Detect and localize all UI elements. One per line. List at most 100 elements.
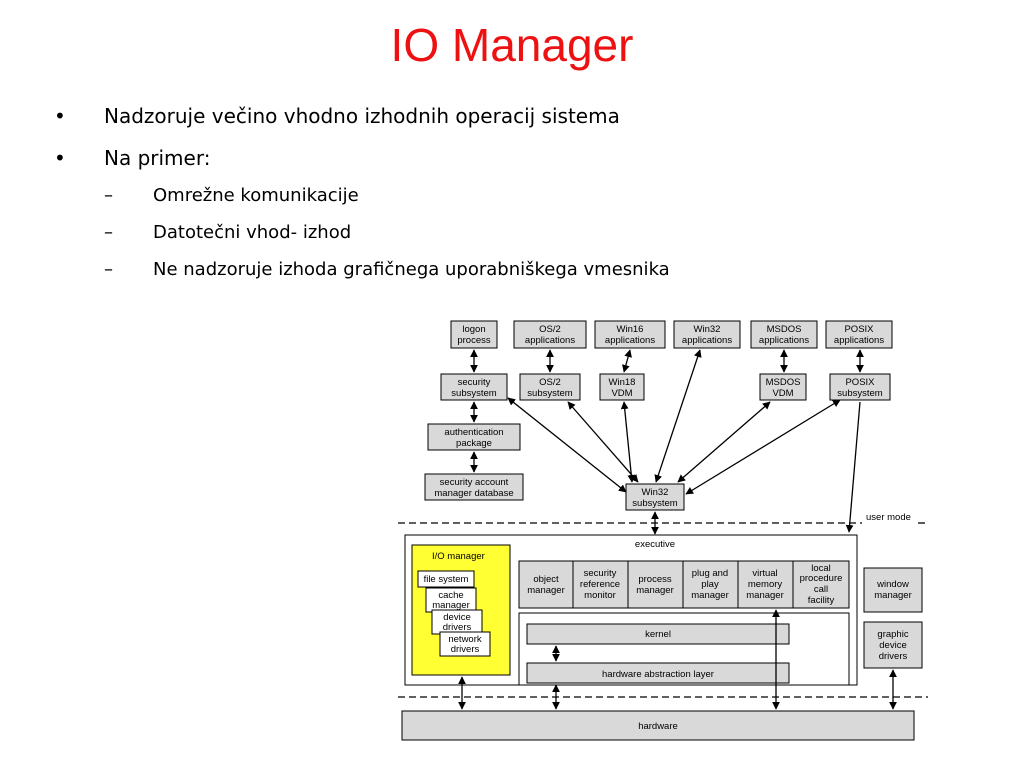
svg-text:memory: memory (748, 579, 783, 590)
svg-text:POSIX: POSIX (844, 324, 874, 335)
security-subsystem-box: security subsystem (440, 373, 508, 401)
sub-bullet-item: Ne nadzoruje izhoda grafičnega uporabniš… (153, 259, 670, 280)
msdos-applications-box: MSDOS applications (750, 320, 818, 349)
svg-text:MSDOS: MSDOS (766, 377, 801, 388)
svg-text:device: device (879, 640, 906, 651)
svg-text:subsystem: subsystem (451, 388, 496, 399)
kernel-box: kernel (526, 623, 790, 645)
svg-text:Win32: Win32 (642, 487, 669, 498)
svg-text:Win18: Win18 (609, 377, 636, 388)
svg-text:play: play (701, 579, 719, 590)
sam-database-box: security account manager database (424, 473, 524, 501)
svg-text:Win32: Win32 (694, 324, 721, 335)
svg-text:manager: manager (527, 585, 565, 596)
bullet-marker: • (54, 146, 66, 170)
svg-text:package: package (456, 438, 492, 449)
os2-applications-box: OS/2 applications (513, 320, 587, 349)
svg-text:network: network (448, 634, 482, 645)
io-manager-box: I/O manager file system cache manager de… (411, 544, 511, 676)
svg-text:OS/2: OS/2 (539, 377, 561, 388)
svg-text:kernel: kernel (645, 629, 671, 640)
sub-bullet-item: Omrežne komunikacije (153, 185, 359, 206)
svg-text:manager: manager (691, 590, 729, 601)
svg-text:object: object (533, 574, 559, 585)
svg-text:cache: cache (438, 590, 463, 601)
svg-text:applications: applications (759, 335, 809, 346)
bullet-list: • Nadzoruje večino vhodno izhodnih opera… (0, 0, 1024, 300)
svg-text:applications: applications (682, 335, 732, 346)
svg-text:drivers: drivers (451, 644, 480, 655)
svg-text:manager: manager (746, 590, 784, 601)
svg-text:call: call (814, 584, 828, 595)
svg-text:drivers: drivers (879, 651, 908, 662)
svg-text:procedure: procedure (800, 573, 843, 584)
sub-bullet-marker: – (104, 222, 113, 243)
svg-text:drivers: drivers (443, 622, 472, 633)
svg-text:subsystem: subsystem (527, 388, 572, 399)
svg-text:security: security (584, 568, 617, 579)
svg-text:authentication: authentication (444, 427, 503, 438)
plug-and-play-manager-box: plug and play manager (691, 568, 729, 601)
svg-text:file system: file system (424, 574, 469, 585)
executive-label: executive (635, 539, 675, 550)
svg-text:manager: manager (432, 600, 470, 611)
svg-text:manager: manager (636, 585, 674, 596)
sub-bullet-item: Datotečni vhod- izhod (153, 222, 352, 243)
svg-text:hardware: hardware (638, 721, 678, 732)
sub-bullet-marker: – (104, 259, 113, 280)
win32-subsystem-box: Win32 subsystem (625, 483, 685, 511)
executive-components-strip (518, 560, 850, 609)
svg-text:graphic: graphic (877, 629, 908, 640)
logon-process-box: logon process (450, 320, 498, 349)
object-manager-box: object manager (527, 574, 565, 596)
svg-text:manager database: manager database (434, 488, 513, 499)
svg-text:MSDOS: MSDOS (767, 324, 802, 335)
bullet-item: Nadzoruje večino vhodno izhodnih operaci… (104, 104, 620, 128)
svg-text:subsystem: subsystem (632, 498, 677, 509)
svg-text:logon: logon (462, 324, 485, 335)
svg-text:process: process (457, 335, 491, 346)
svg-text:facility: facility (808, 595, 835, 606)
svg-text:applications: applications (525, 335, 575, 346)
svg-text:applications: applications (605, 335, 655, 346)
slide-title: IO Manager (390, 19, 634, 71)
posix-subsystem-box: POSIX subsystem (829, 373, 891, 401)
win32-applications-box: Win32 applications (673, 320, 741, 349)
svg-text:reference: reference (580, 579, 620, 590)
svg-text:subsystem: subsystem (837, 388, 882, 399)
bullet-item: Na primer: (104, 146, 211, 170)
svg-text:window: window (876, 579, 909, 590)
svg-text:OS/2: OS/2 (539, 324, 561, 335)
svg-text:monitor: monitor (584, 590, 616, 601)
window-manager-box: window manager (863, 567, 923, 613)
local-procedure-call-box: local procedure call facility (800, 563, 843, 606)
svg-text:I/O manager: I/O manager (432, 551, 485, 562)
sub-bullet-marker: – (104, 185, 113, 206)
svg-text:security: security (458, 377, 491, 388)
os2-subsystem-box: OS/2 subsystem (519, 373, 581, 401)
svg-text:plug and: plug and (692, 568, 728, 579)
posix-applications-box: POSIX applications (825, 320, 893, 349)
hal-box: hardware abstraction layer (526, 662, 790, 684)
virtual-memory-manager-box: virtual memory manager (746, 568, 784, 601)
security-reference-monitor-box: security reference monitor (580, 568, 620, 601)
svg-text:VDM: VDM (611, 388, 632, 399)
hardware-box: hardware (401, 710, 915, 741)
authentication-package-box: authentication package (427, 423, 521, 451)
connection-arrows (470, 349, 864, 535)
svg-text:local: local (811, 563, 831, 574)
svg-text:manager: manager (874, 590, 912, 601)
bullet-marker: • (54, 104, 66, 128)
graphic-device-drivers-box: graphic device drivers (863, 621, 923, 669)
process-manager-box: process manager (636, 574, 674, 596)
svg-text:POSIX: POSIX (845, 377, 875, 388)
svg-text:virtual: virtual (752, 568, 777, 579)
svg-text:Win16: Win16 (617, 324, 644, 335)
svg-text:security account: security account (440, 477, 509, 488)
win16-applications-box: Win16 applications (594, 320, 666, 349)
win18-vdm-box: Win18 VDM (599, 373, 645, 401)
svg-text:device: device (443, 612, 470, 623)
lower-connection-arrows (458, 609, 897, 710)
svg-text:applications: applications (834, 335, 884, 346)
